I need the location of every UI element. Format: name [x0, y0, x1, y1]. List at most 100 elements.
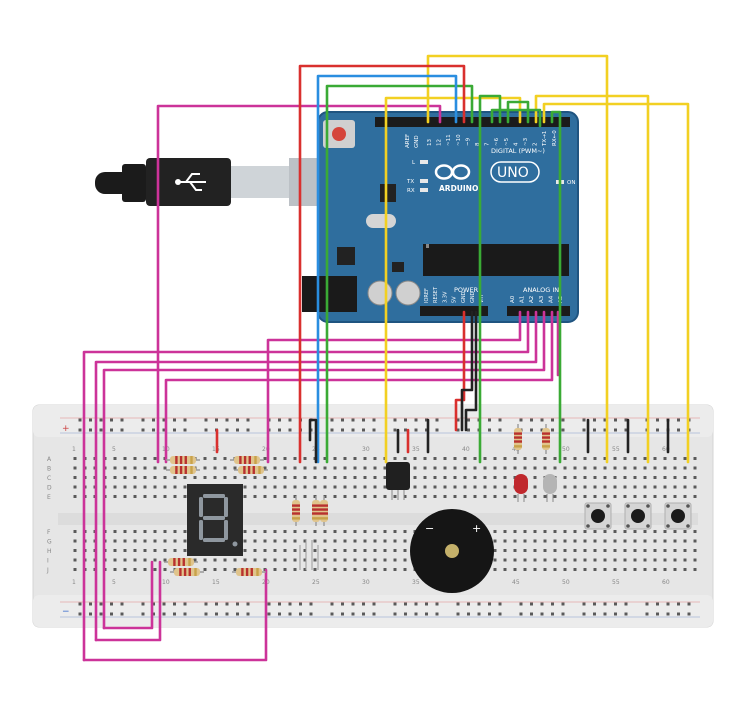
rail-hole — [582, 428, 586, 432]
breadboard-hole — [73, 558, 77, 562]
pushbutton[interactable] — [584, 502, 612, 530]
rail-hole — [614, 428, 617, 432]
breadboard-hole — [153, 466, 157, 470]
breadboard-hole — [183, 549, 187, 552]
breadboard-hole — [693, 549, 697, 552]
rail-hole — [246, 612, 250, 616]
breadboard-hole — [113, 539, 117, 543]
breadboard-hole — [643, 558, 647, 562]
breadboard-hole — [263, 457, 267, 460]
rail-hole — [330, 612, 334, 616]
rail-hole — [582, 602, 586, 606]
rail-hole — [278, 418, 281, 422]
breadboard-hole — [633, 568, 637, 571]
breadboard-hole — [113, 466, 117, 470]
breadboard-hole — [473, 466, 477, 470]
breadboard-hole — [643, 568, 647, 571]
rail-hole — [488, 602, 491, 606]
breadboard-hole — [653, 530, 657, 533]
breadboard-hole — [233, 466, 237, 470]
column-number: 1 — [72, 579, 76, 586]
breadboard-hole — [133, 558, 137, 562]
analog-pin-label: A3 — [539, 295, 545, 303]
breadboard-hole — [283, 539, 287, 543]
breadboard-hole — [593, 476, 597, 479]
breadboard-hole — [183, 530, 187, 533]
breadboard-hole — [553, 549, 557, 552]
breadboard-hole — [323, 476, 327, 479]
breadboard-hole — [353, 457, 357, 460]
column-number: 25 — [312, 579, 320, 586]
breadboard-hole — [333, 539, 337, 543]
breadboard-hole — [453, 495, 457, 498]
breadboard-hole — [123, 495, 127, 498]
breadboard-hole — [363, 530, 367, 533]
breadboard-hole — [673, 457, 677, 460]
breadboard-hole — [563, 485, 567, 489]
power-pin-label: RESET — [433, 286, 439, 303]
rail-hole — [78, 428, 82, 432]
breadboard-hole — [343, 495, 347, 498]
digital-pin-label: 2 — [533, 143, 539, 147]
rail-hole — [162, 428, 166, 432]
breadboard-hole — [593, 558, 597, 562]
breadboard-hole — [683, 457, 687, 460]
breadboard-hole — [113, 549, 117, 552]
pushbutton[interactable] — [664, 502, 692, 530]
wire-magenta — [94, 310, 538, 642]
breadboard-hole — [333, 530, 337, 533]
breadboard-hole — [333, 549, 337, 552]
segment — [203, 494, 225, 498]
reset-button-icon[interactable] — [332, 127, 346, 141]
breadboard-hole — [343, 568, 347, 571]
breadboard-hole — [613, 539, 617, 543]
breadboard-hole — [493, 549, 497, 552]
breadboard-hole — [533, 539, 537, 543]
breadboard-hole — [693, 495, 697, 498]
breadboard-hole — [203, 466, 207, 470]
rail-hole — [456, 418, 460, 422]
segments — [199, 494, 228, 542]
breadboard-hole — [633, 457, 637, 460]
rail-hole — [582, 418, 586, 422]
breadboard-hole — [593, 495, 597, 498]
pushbutton[interactable] — [624, 502, 652, 530]
breadboard-hole — [263, 558, 267, 562]
column-number: 30 — [362, 446, 370, 453]
breadboard-hole — [573, 558, 577, 562]
led-red — [514, 474, 528, 502]
breadboard-hole — [693, 539, 697, 543]
rail-hole — [624, 602, 628, 606]
row-letter: D — [47, 485, 52, 492]
breadboard-hole — [463, 466, 467, 470]
rail-hole — [173, 612, 176, 616]
breadboard-hole — [353, 495, 357, 498]
rail-hole — [183, 418, 187, 422]
breadboard-hole — [673, 568, 677, 571]
breadboard-hole — [463, 476, 467, 479]
digital-pin-label: ~6 — [494, 137, 500, 146]
breadboard-hole — [603, 495, 607, 498]
rail-hole — [152, 602, 155, 606]
breadboard-hole — [363, 466, 367, 470]
breadboard-hole — [393, 549, 397, 552]
breadboard-hole — [573, 485, 577, 489]
breadboard-hole — [273, 530, 277, 533]
rail-hole — [299, 612, 302, 616]
power-pin-label: 3.3V — [442, 291, 448, 303]
rail-hole — [687, 602, 691, 606]
breadboard-hole — [183, 539, 187, 543]
breadboard-hole — [203, 568, 207, 571]
breadboard-hole — [483, 485, 487, 489]
rail-hole — [110, 612, 113, 616]
breadboard-hole — [393, 539, 397, 543]
rail-hole — [498, 612, 502, 616]
rail-hole — [477, 602, 481, 606]
rail-hole — [89, 428, 92, 432]
digital-pin-label: ~9 — [465, 137, 471, 146]
breadboard-hole — [503, 530, 507, 533]
breadboard-hole — [243, 549, 247, 552]
breadboard-hole — [203, 457, 207, 460]
